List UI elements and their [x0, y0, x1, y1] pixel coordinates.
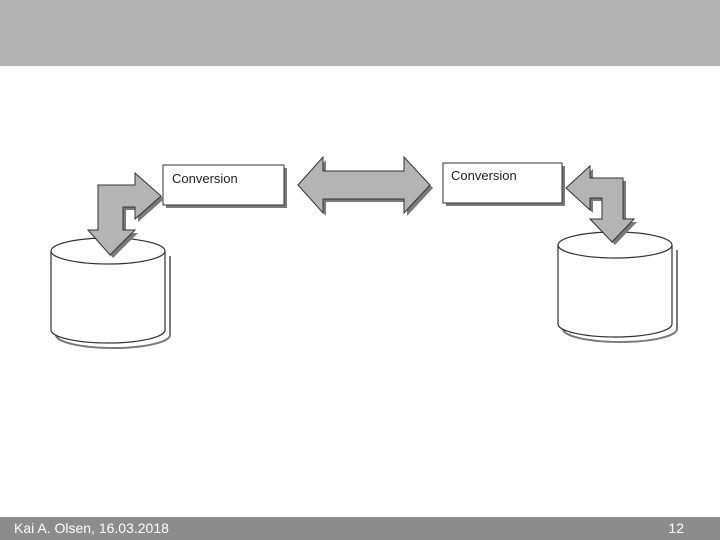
page-number: 12: [668, 520, 684, 536]
bidirectional-arrow: [297, 155, 433, 216]
left-database-cylinder: [50, 237, 171, 349]
left-conversion-label: Conversion: [172, 171, 238, 186]
right-conversion-box: [442, 162, 565, 206]
right-database-cylinder: [557, 231, 678, 343]
footer-bar: Kai A. Olsen, 16.03.2018 12: [0, 517, 720, 540]
right-conversion-label: Conversion: [451, 168, 517, 183]
header-bar: [0, 0, 720, 66]
left-conversion-box: [162, 164, 287, 208]
right-bent-arrow: [565, 164, 637, 245]
left-bent-arrow: [86, 171, 164, 258]
footer-author-date: Kai A. Olsen, 16.03.2018: [14, 520, 169, 536]
